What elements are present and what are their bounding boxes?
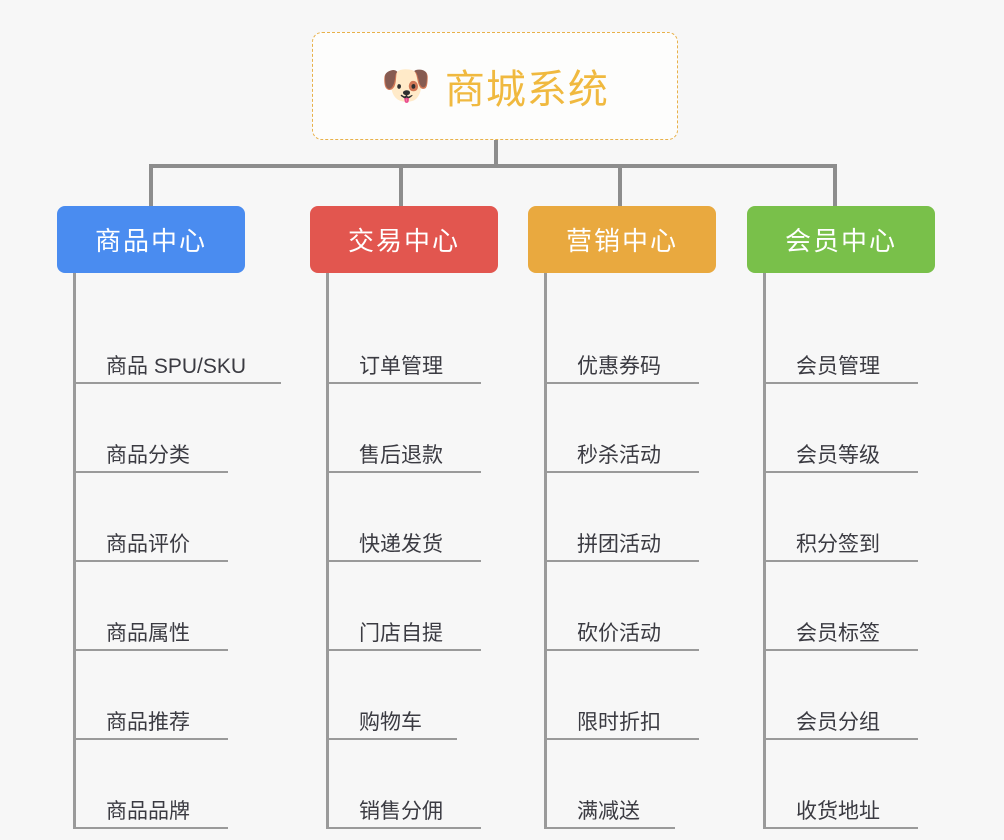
leaf-underline — [547, 827, 675, 829]
category-label: 商品中心 — [94, 226, 207, 256]
leaf-underline — [547, 649, 699, 651]
leaf-item[interactable]: 订单管理 — [329, 295, 498, 384]
leaf-item[interactable]: 商品分类 — [76, 384, 262, 473]
leaf-underline — [76, 560, 228, 562]
leaf-label: 秒杀活动 — [577, 443, 661, 467]
category-header-member-center[interactable]: 会员中心 — [747, 206, 935, 273]
leaf-underline — [766, 738, 918, 740]
leaf-item[interactable]: 商品推荐 — [76, 651, 262, 740]
category-label: 营销中心 — [565, 226, 678, 256]
leaf-label: 快递发货 — [359, 532, 443, 556]
root-node[interactable]: 🐶 商城系统 — [312, 32, 678, 140]
leaf-list-marketing-center: 优惠券码秒杀活动拼团活动砍价活动限时折扣满减送 — [544, 273, 716, 829]
leaf-label: 限时折扣 — [577, 710, 661, 734]
leaf-label: 会员等级 — [796, 443, 880, 467]
leaf-underline — [766, 560, 918, 562]
leaf-item[interactable]: 门店自提 — [329, 562, 498, 651]
category-column-product-center: 商品中心商品 SPU/SKU 商品分类商品评价商品属性商品推荐商品品牌 — [57, 206, 281, 829]
leaf-item[interactable]: 积分签到 — [766, 473, 935, 562]
leaf-label: 商品属性 — [106, 621, 190, 645]
leaf-label: 商品品牌 — [106, 799, 190, 823]
leaf-label: 商品分类 — [106, 443, 190, 467]
leaf-item[interactable]: 限时折扣 — [547, 651, 716, 740]
leaf-label: 会员管理 — [796, 354, 880, 378]
leaf-underline — [329, 827, 481, 829]
leaf-label: 订单管理 — [359, 354, 443, 378]
leaf-label: 会员分组 — [796, 710, 880, 734]
leaf-underline — [766, 471, 918, 473]
leaf-label: 会员标签 — [796, 621, 880, 645]
connector-horizontal-bus — [149, 164, 833, 168]
leaf-label: 购物车 — [359, 710, 422, 734]
leaf-item[interactable]: 商品属性 — [76, 562, 262, 651]
leaf-list-trade-center: 订单管理售后退款快递发货门店自提购物车销售分佣 — [326, 273, 498, 829]
leaf-item[interactable]: 满减送 — [547, 740, 716, 829]
leaf-underline — [329, 471, 481, 473]
leaf-item[interactable]: 收货地址 — [766, 740, 935, 829]
leaf-item[interactable]: 快递发货 — [329, 473, 498, 562]
leaf-underline — [76, 382, 281, 384]
leaf-underline — [766, 827, 918, 829]
leaf-underline — [76, 471, 228, 473]
category-column-member-center: 会员中心会员管理会员等级积分签到会员标签会员分组收货地址 — [747, 206, 935, 829]
leaf-item[interactable]: 销售分佣 — [329, 740, 498, 829]
leaf-label: 销售分佣 — [359, 799, 443, 823]
leaf-underline — [329, 382, 481, 384]
leaf-item[interactable]: 会员管理 — [766, 295, 935, 384]
leaf-item[interactable]: 会员标签 — [766, 562, 935, 651]
category-header-trade-center[interactable]: 交易中心 — [310, 206, 498, 273]
leaf-label: 砍价活动 — [577, 621, 661, 645]
leaf-item[interactable]: 商品评价 — [76, 473, 262, 562]
connector-drop-1 — [149, 164, 153, 206]
category-column-marketing-center: 营销中心优惠券码秒杀活动拼团活动砍价活动限时折扣满减送 — [528, 206, 716, 829]
leaf-label: 商品推荐 — [106, 710, 190, 734]
connector-drop-2 — [399, 164, 403, 206]
category-header-product-center[interactable]: 商品中心 — [57, 206, 245, 273]
connector-drop-3 — [618, 164, 622, 206]
leaf-label: 拼团活动 — [577, 532, 661, 556]
category-label: 会员中心 — [784, 226, 897, 256]
category-header-marketing-center[interactable]: 营销中心 — [528, 206, 716, 273]
leaf-label: 收货地址 — [796, 799, 880, 823]
leaf-underline — [76, 649, 228, 651]
leaf-label: 门店自提 — [359, 621, 443, 645]
leaf-label: 满减送 — [577, 799, 640, 823]
leaf-list-member-center: 会员管理会员等级积分签到会员标签会员分组收货地址 — [763, 273, 935, 829]
root-title: 商城系统 — [444, 68, 609, 112]
dog-face-icon: 🐶 — [381, 64, 431, 108]
leaf-label: 优惠券码 — [577, 354, 661, 378]
leaf-label: 商品 SPU/SKU — [106, 354, 247, 378]
leaf-underline — [766, 382, 918, 384]
leaf-underline — [547, 382, 699, 384]
leaf-item[interactable]: 拼团活动 — [547, 473, 716, 562]
leaf-underline — [547, 471, 699, 473]
leaf-label: 商品评价 — [106, 532, 190, 556]
leaf-underline — [329, 649, 481, 651]
leaf-item[interactable]: 商品 SPU/SKU — [76, 295, 281, 384]
leaf-list-product-center: 商品 SPU/SKU 商品分类商品评价商品属性商品推荐商品品牌 — [73, 273, 281, 829]
leaf-underline — [76, 738, 228, 740]
category-column-trade-center: 交易中心订单管理售后退款快递发货门店自提购物车销售分佣 — [310, 206, 498, 829]
leaf-underline — [329, 560, 481, 562]
leaf-underline — [76, 827, 228, 829]
leaf-underline — [329, 738, 457, 740]
leaf-label: 积分签到 — [796, 532, 880, 556]
leaf-item[interactable]: 优惠券码 — [547, 295, 716, 384]
leaf-underline — [547, 738, 699, 740]
leaf-item[interactable]: 会员分组 — [766, 651, 935, 740]
leaf-item[interactable]: 商品品牌 — [76, 740, 262, 829]
leaf-item[interactable]: 砍价活动 — [547, 562, 716, 651]
connector-root-stem — [494, 140, 498, 168]
leaf-item[interactable]: 秒杀活动 — [547, 384, 716, 473]
connector-drop-4 — [833, 164, 837, 206]
category-label: 交易中心 — [347, 226, 460, 256]
leaf-item[interactable]: 购物车 — [329, 651, 498, 740]
leaf-underline — [547, 560, 699, 562]
leaf-underline — [766, 649, 918, 651]
leaf-label: 售后退款 — [359, 443, 443, 467]
leaf-item[interactable]: 会员等级 — [766, 384, 935, 473]
leaf-item[interactable]: 售后退款 — [329, 384, 498, 473]
